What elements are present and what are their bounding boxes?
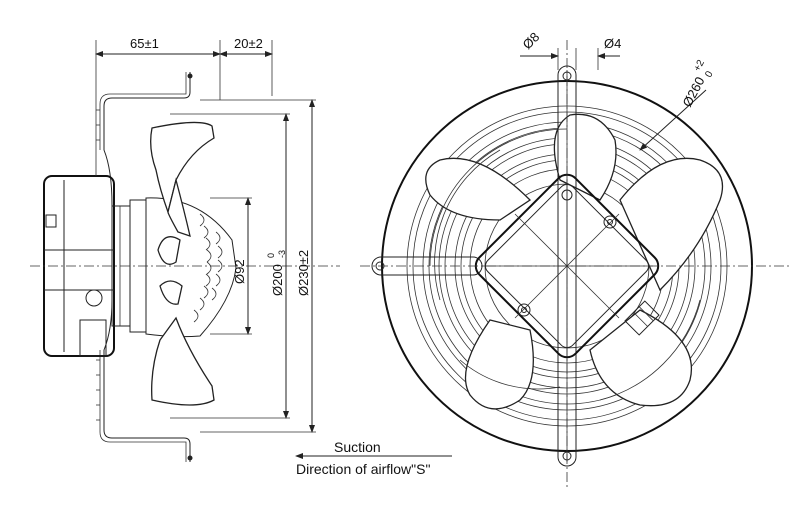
suction-label: Suction bbox=[334, 439, 381, 455]
blade-front-3 bbox=[464, 319, 534, 410]
screw-right bbox=[603, 215, 617, 229]
blade-front-5 bbox=[553, 113, 617, 201]
cable-gland bbox=[85, 289, 103, 307]
dim-rotor-diameter: Ø200 0 -3 bbox=[266, 250, 287, 296]
dim-wire-diameter: Ø4 bbox=[604, 36, 621, 51]
blade-front-2 bbox=[589, 309, 692, 407]
svg-text:+2: +2 bbox=[692, 58, 707, 74]
dim-blade-diameter: Ø230±2 bbox=[296, 250, 311, 296]
front-view: Ø8 Ø4 Ø260 +2 0 bbox=[360, 29, 790, 490]
dim-guard-depth: 65±1 bbox=[130, 36, 159, 51]
cable-gland-front bbox=[624, 300, 660, 336]
blade-front-1 bbox=[619, 157, 724, 292]
dim-mount-hole: Ø8 bbox=[520, 29, 543, 52]
dim-guard-diameter: Ø260 +2 0 bbox=[679, 58, 716, 110]
side-view: 65±1 20±2 Ø92 Ø200 0 -3 Ø230±2 bbox=[30, 36, 340, 462]
dim-hub-offset: 20±2 bbox=[234, 36, 263, 51]
svg-text:Ø200: Ø200 bbox=[270, 264, 285, 296]
airflow-direction-label: Direction of airflow"S" bbox=[296, 461, 430, 477]
svg-text:0: 0 bbox=[703, 69, 716, 79]
svg-text:-3: -3 bbox=[277, 250, 287, 258]
blade-side-lower bbox=[151, 316, 215, 406]
svg-text:0: 0 bbox=[266, 253, 276, 258]
blade-front-4 bbox=[425, 157, 532, 221]
airflow-annotation: Suction Direction of airflow"S" bbox=[295, 439, 452, 477]
screw-left bbox=[517, 303, 531, 317]
rotor-hub bbox=[145, 197, 237, 338]
dim-hub-diameter: Ø92 bbox=[232, 259, 247, 284]
